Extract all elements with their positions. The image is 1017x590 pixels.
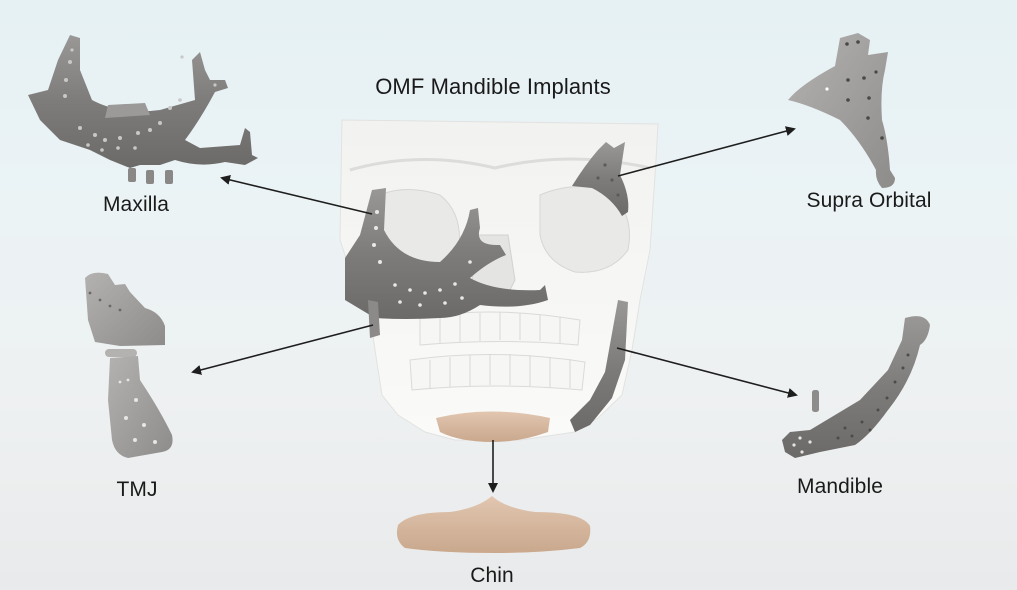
tmj-implant-icon	[85, 272, 173, 458]
arrow-to-tmj	[191, 324, 374, 375]
label-maxilla: Maxilla	[102, 193, 170, 216]
maxilla-implant-icon	[28, 35, 258, 184]
mandible-implant-icon	[782, 316, 930, 458]
label-tmj: TMJ	[116, 478, 158, 501]
arrow-to-mandible	[616, 347, 798, 398]
skull-icon	[339, 119, 659, 442]
arrow-to-maxilla	[220, 175, 373, 215]
arrow-to-supra-orbital	[617, 126, 796, 177]
label-mandible: Mandible	[796, 475, 884, 498]
diagram-title: OMF Mandible Implants	[375, 74, 611, 99]
label-chin: Chin	[470, 564, 514, 587]
supra-orbital-implant-icon	[788, 33, 895, 188]
label-supra-orbital: Supra Orbital	[806, 189, 932, 212]
chin-implant-icon	[396, 496, 591, 553]
